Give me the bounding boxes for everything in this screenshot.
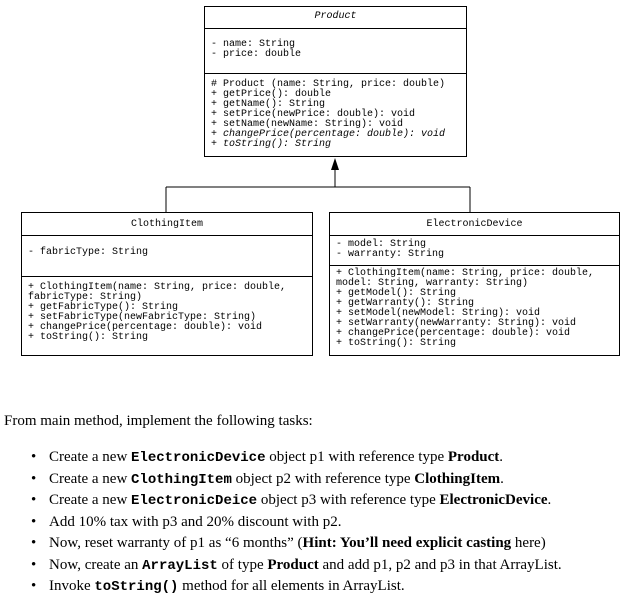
task-text: object p2 with reference type	[231, 470, 415, 487]
method-line: + ClothingItem(name: String, price: doub…	[28, 282, 287, 293]
clothing-item-methods: + ClothingItem(name: String, price: doub…	[28, 283, 286, 343]
method-line: # Product (name: String, price: double)	[211, 79, 446, 90]
task-item: Create a new ClothingItem object p2 with…	[31, 469, 562, 491]
method-line: + setFabricType(newFabricType: String)	[28, 312, 257, 323]
task-item: Create a new ElectronicDeice object p3 w…	[31, 490, 562, 512]
task-text: object p3 with reference type	[257, 492, 440, 508]
electronic-device-methods: + ClothingItem(name: String, price: doub…	[336, 269, 594, 349]
clothing-item-attributes: - fabricType: String	[28, 248, 148, 258]
clothing-item-class-name: ClothingItem	[130, 219, 203, 230]
attribute-line: - warranty: String	[336, 249, 445, 260]
code-term: toString()	[94, 579, 179, 595]
task-text: Create a new	[49, 449, 132, 465]
method-line: + getPrice(): double	[211, 89, 332, 100]
task-item: Add 10% tax with p3 and 20% discount wit…	[31, 512, 562, 534]
tasks-intro: From main method, implement the followin…	[4, 413, 313, 429]
product-methods: # Product (name: String, price: double)+…	[211, 80, 445, 150]
attribute-line: - model: String	[336, 239, 427, 250]
inheritance-arrowhead	[331, 158, 339, 170]
attribute-line: - name: String	[211, 39, 296, 50]
task-text: Add 10% tax with p3 and 20% discount wit…	[49, 513, 342, 530]
method-line: + getFabricType(): String	[28, 302, 179, 313]
task-text: here)	[511, 535, 546, 551]
product-attributes-section: - name: String- price: double	[205, 28, 466, 73]
code-term: ClothingItem	[131, 471, 232, 488]
task-item: Now, create an ArrayList of type Product…	[31, 555, 562, 577]
bold-term: Product	[267, 556, 319, 573]
method-line: + setModel(newModel: String): void	[336, 308, 541, 319]
task-item: Now, reset warranty of p1 as “6 months” …	[31, 533, 562, 555]
method-line: + toString(): String	[211, 139, 332, 150]
method-line: + setPrice(newPrice: double): void	[211, 109, 416, 120]
task-text: Create a new	[49, 492, 132, 508]
bold-term: Hint: You’ll need explicit casting	[302, 535, 512, 551]
method-line: + changePrice(percentage: double): void	[336, 328, 571, 339]
method-line: + getName(): String	[211, 99, 326, 110]
method-line: fabricType: String)	[28, 292, 143, 303]
attribute-line: - fabricType: String	[28, 247, 149, 258]
task-text: Now, reset warranty of p1 as “6 months” …	[49, 535, 303, 551]
task-text: .	[547, 492, 552, 508]
method-line: + toString(): String	[28, 332, 149, 343]
code-term: ArrayList	[142, 557, 218, 574]
task-text: object p1 with reference type	[265, 449, 448, 465]
clothing-item-methods-section: + ClothingItem(name: String, price: doub…	[22, 276, 312, 355]
task-text: Create a new	[49, 470, 132, 487]
attribute-line: - price: double	[211, 49, 302, 60]
task-text: of type	[217, 556, 268, 573]
method-line: + ClothingItem(name: String, price: doub…	[336, 268, 595, 279]
task-text: and add p1, p2 and p3 in that ArrayList.	[318, 556, 562, 573]
method-line: + setWarranty(newWarranty: String): void	[336, 318, 577, 329]
product-class-name: Product	[314, 11, 357, 22]
task-item: Invoke toString() method for all element…	[31, 576, 562, 598]
task-text: method for all elements in ArrayList.	[178, 578, 405, 594]
code-term: ElectronicDevice	[131, 450, 266, 466]
electronic-device-attributes: - model: String- warranty: String	[336, 240, 444, 260]
method-line: + changePrice(percentage: double): void	[211, 129, 446, 140]
bold-term: ClothingItem	[414, 470, 501, 487]
task-list: Create a new ElectronicDevice object p1 …	[31, 447, 562, 598]
bold-term: ElectronicDevice	[439, 492, 548, 508]
task-text: Invoke	[49, 578, 95, 594]
product-class-box: Product - name: String- price: double # …	[204, 6, 467, 157]
method-line: model: String, warranty: String)	[336, 278, 529, 289]
method-line: + setName(newName: String): void	[211, 119, 404, 130]
task-text: .	[499, 449, 504, 465]
method-line: + toString(): String	[336, 338, 457, 349]
product-attributes: - name: String- price: double	[211, 40, 301, 60]
task-text: .	[500, 470, 504, 487]
clothing-item-class-box: ClothingItem - fabricType: String + Clot…	[21, 212, 313, 356]
task-item: Create a new ElectronicDevice object p1 …	[31, 447, 562, 469]
method-line: + getModel(): String	[336, 288, 457, 299]
task-text: Now, create an	[49, 556, 143, 573]
product-methods-section: # Product (name: String, price: double)+…	[205, 73, 466, 156]
method-line: + getWarranty(): String	[336, 298, 475, 309]
electronic-device-attributes-section: - model: String- warranty: String	[330, 235, 619, 265]
code-term: ElectronicDeice	[131, 493, 258, 509]
electronic-device-class-box: ElectronicDevice - model: String- warran…	[329, 212, 620, 356]
bold-term: Product	[447, 449, 500, 465]
clothing-item-attributes-section: - fabricType: String	[22, 235, 312, 276]
electronic-device-methods-section: + ClothingItem(name: String, price: doub…	[330, 265, 619, 355]
method-line: + changePrice(percentage: double): void	[28, 322, 263, 333]
electronic-device-class-name: ElectronicDevice	[426, 219, 523, 230]
